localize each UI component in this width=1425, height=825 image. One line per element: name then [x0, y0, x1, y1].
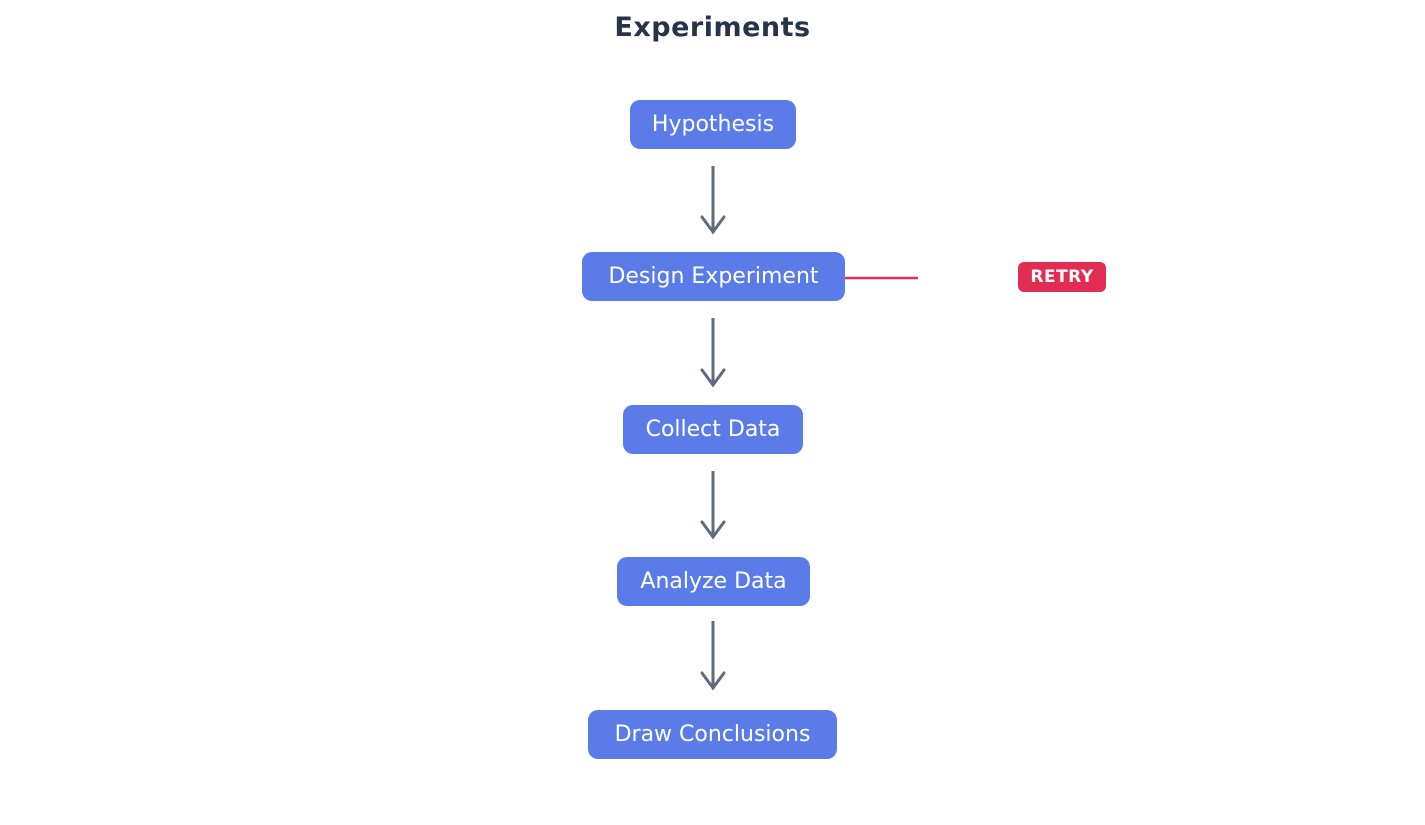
node-analyze-data: Analyze Data — [617, 557, 810, 606]
node-collect-data-label: Collect Data — [645, 417, 781, 442]
node-design-experiment: Design Experiment — [582, 252, 845, 301]
retry-edge-label-text: RETRY — [1030, 267, 1094, 287]
node-hypothesis-label: Hypothesis — [651, 112, 775, 137]
arrow-hypothesis-to-design — [700, 166, 726, 235]
node-analyze-data-label: Analyze Data — [640, 569, 787, 594]
node-draw-conclusions: Draw Conclusions — [588, 710, 837, 759]
node-hypothesis: Hypothesis — [630, 100, 796, 149]
retry-edge-label: RETRY — [1018, 262, 1106, 292]
arrow-collect-to-analyze — [700, 471, 726, 540]
node-collect-data: Collect Data — [623, 405, 803, 454]
arrow-analyze-to-draw — [700, 621, 726, 691]
diagram-title: Experiments — [614, 12, 811, 43]
arrow-design-to-collect — [700, 318, 726, 388]
node-draw-conclusions-label: Draw Conclusions — [614, 722, 811, 747]
node-design-experiment-label: Design Experiment — [608, 264, 819, 289]
